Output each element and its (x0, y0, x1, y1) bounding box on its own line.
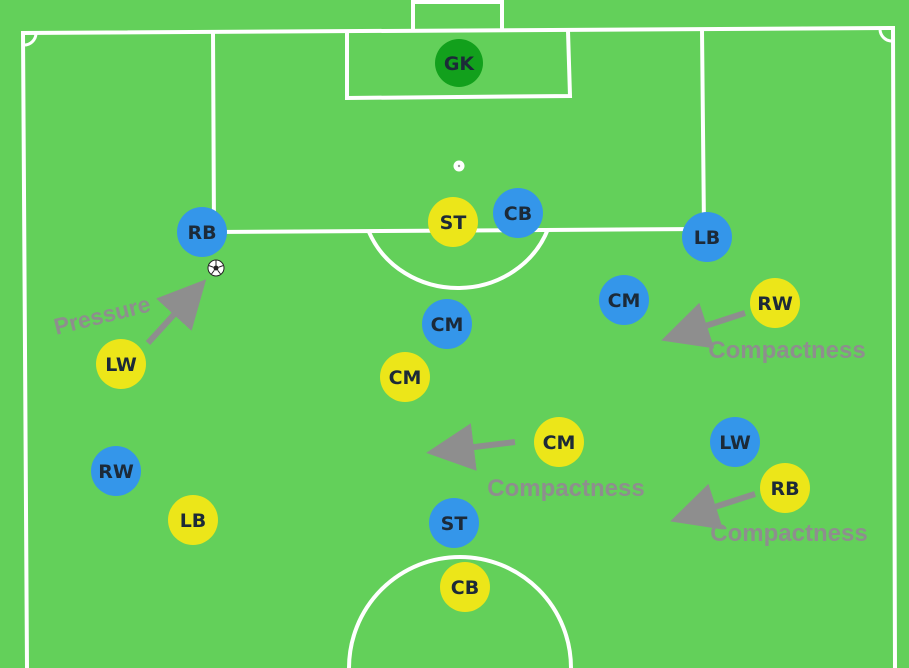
team-yellow: ST LW CM CM RW LB RB CB (96, 197, 810, 612)
player-blue-cm-left[interactable]: CM (422, 299, 472, 349)
soccer-ball-icon[interactable] (207, 259, 225, 277)
player-gk[interactable]: GK (435, 39, 483, 87)
player-yellow-cm-right[interactable]: CM (534, 417, 584, 467)
player-label: RB (187, 222, 216, 244)
movement-arrows (145, 279, 756, 530)
player-blue-rw[interactable]: RW (91, 446, 141, 496)
player-blue-st[interactable]: ST (429, 498, 479, 548)
goal (411, 0, 504, 31)
compactness-label-rb: Compactness (710, 520, 867, 547)
player-label: RW (757, 293, 793, 315)
penalty-arc (367, 228, 550, 290)
six-yard-box (345, 30, 573, 101)
player-label: ST (441, 513, 468, 535)
player-blue-rb[interactable]: RB (177, 207, 227, 257)
compactness-arrow-rb (670, 483, 756, 530)
player-label: CB (451, 577, 479, 599)
center-circle (347, 555, 573, 668)
player-yellow-rb[interactable]: RB (760, 463, 810, 513)
player-label: CM (543, 432, 576, 454)
player-label: ST (440, 212, 467, 234)
compactness-arrow-cm (426, 423, 516, 471)
compactness-label-cm: Compactness (487, 475, 644, 502)
corner-arc-left (22, 32, 38, 47)
penalty-spot-center (457, 164, 461, 168)
player-label: RB (770, 478, 799, 500)
player-label: GK (444, 53, 476, 75)
player-label: LB (180, 510, 207, 532)
player-label: CM (608, 290, 641, 312)
player-blue-cm-right[interactable]: CM (599, 275, 649, 325)
player-yellow-cb[interactable]: CB (440, 562, 490, 612)
player-label: CM (389, 367, 422, 389)
player-blue-lb[interactable]: LB (682, 212, 732, 262)
player-label: LW (105, 354, 137, 376)
player-label: CB (504, 203, 532, 225)
corner-arc-right (878, 28, 894, 43)
player-label: LB (694, 227, 721, 249)
player-yellow-cm-left[interactable]: CM (380, 352, 430, 402)
compactness-label-rw: Compactness (708, 337, 865, 364)
player-blue-lw[interactable]: LW (710, 417, 760, 467)
compactness-arrow-rw (661, 302, 746, 349)
pressure-arrow (145, 279, 207, 346)
player-label: CM (431, 314, 464, 336)
player-label: RW (98, 461, 134, 483)
team-blue: RB CB LB CM CM RW LW ST (91, 188, 760, 548)
player-yellow-lw[interactable]: LW (96, 339, 146, 389)
outer-boundary (20, 25, 897, 668)
player-yellow-rw[interactable]: RW (750, 278, 800, 328)
player-blue-cb[interactable]: CB (493, 188, 543, 238)
player-yellow-st[interactable]: ST (428, 197, 478, 247)
player-yellow-lb[interactable]: LB (168, 495, 218, 545)
player-label: LW (719, 432, 751, 454)
